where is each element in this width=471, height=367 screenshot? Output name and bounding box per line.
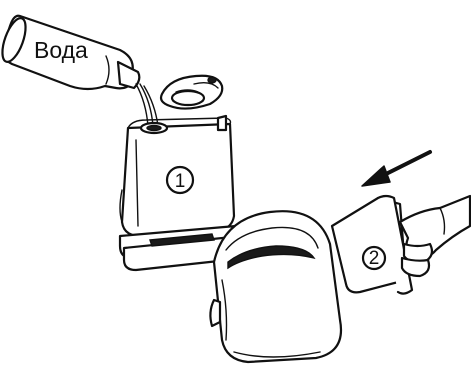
step-2-badge [361, 245, 387, 271]
direction-arrow [361, 150, 432, 187]
hand [398, 194, 471, 278]
step-1-badge [165, 165, 195, 195]
step-2-number: 2 [369, 248, 380, 269]
water-bottle: Вода [1, 14, 141, 91]
tank-cap [159, 74, 224, 110]
arrow-head-icon [361, 165, 391, 187]
water-tray: 2 [330, 194, 414, 295]
bottle-label: Вода [34, 37, 88, 63]
humidifier-body [209, 210, 343, 364]
step-1-number: 1 [175, 171, 186, 192]
water-tank: 1 [119, 114, 236, 238]
